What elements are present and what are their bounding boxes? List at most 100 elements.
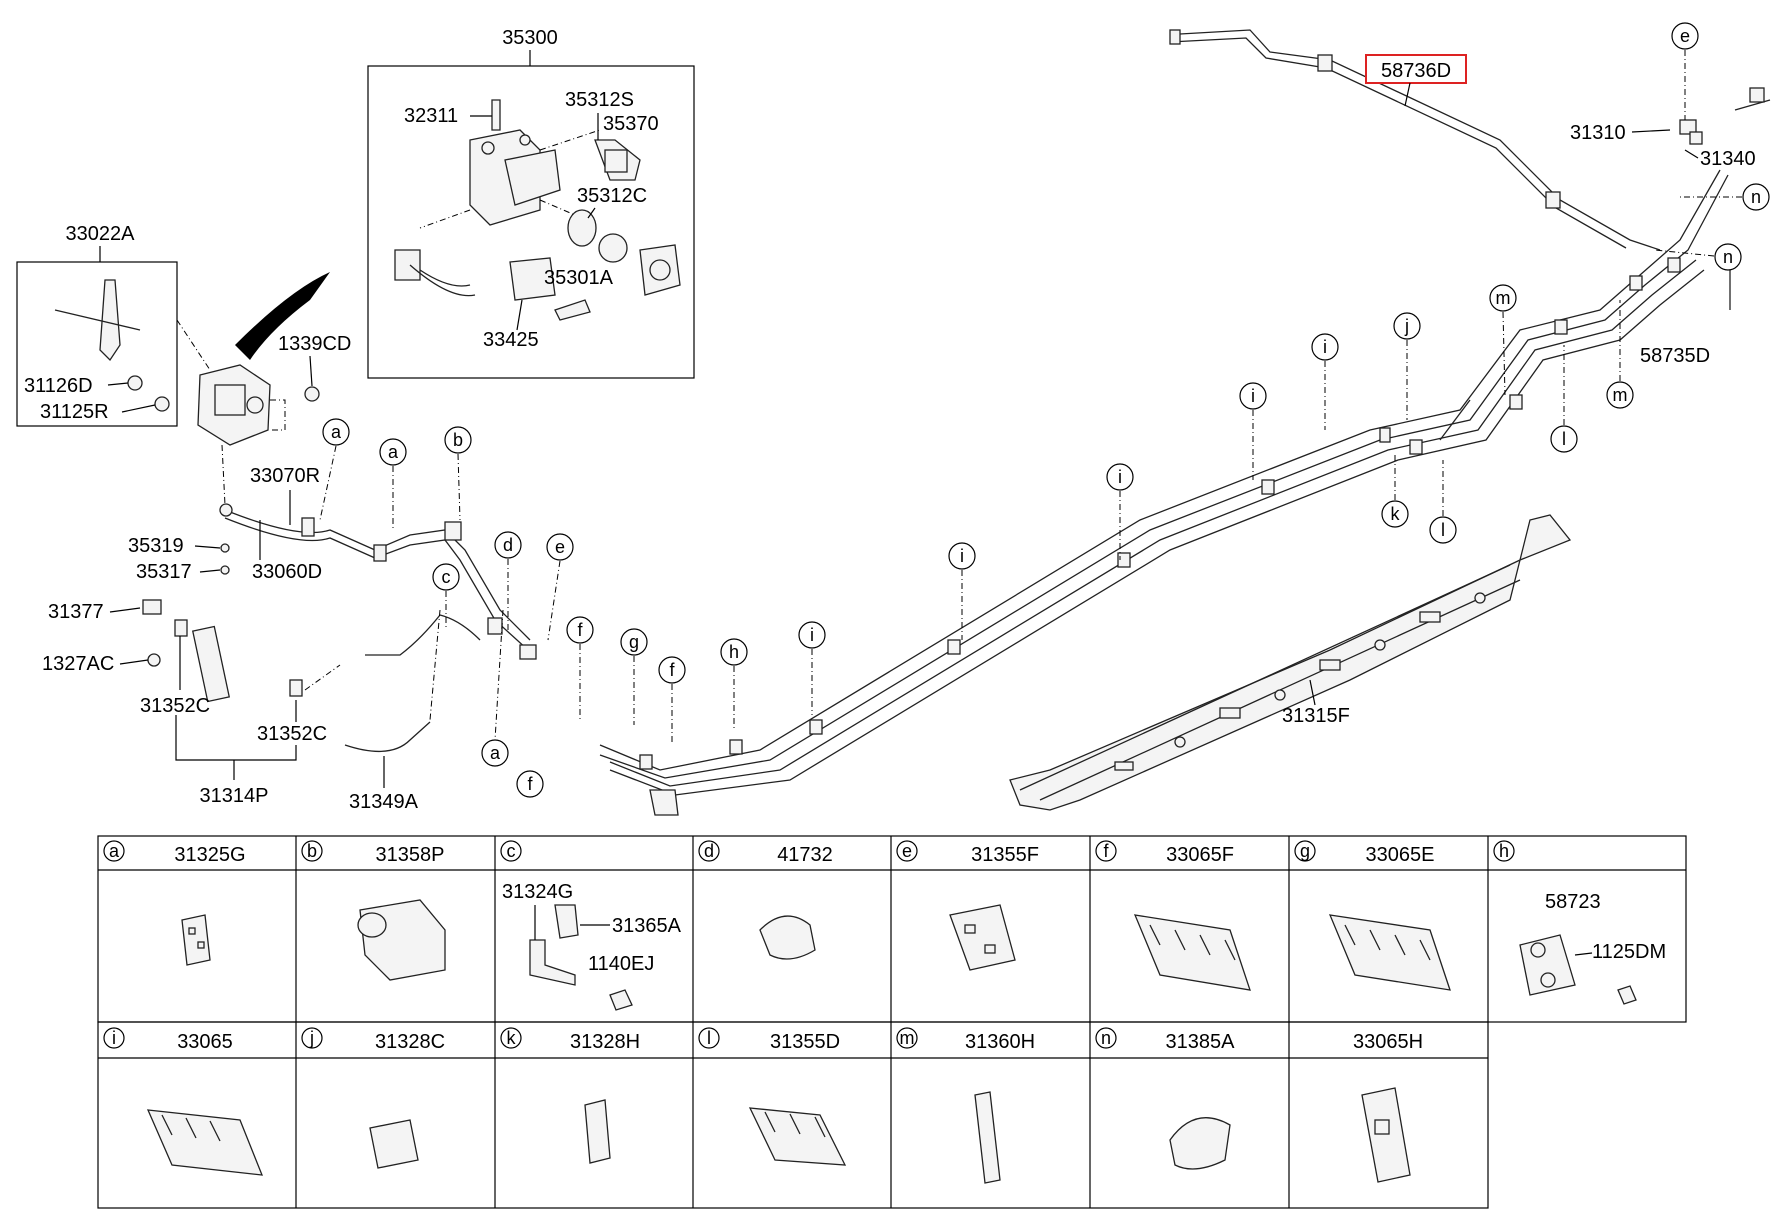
callout-a-1[interactable]: a xyxy=(319,418,350,521)
label-32311[interactable]: 32311 xyxy=(404,105,458,127)
callout-f-2[interactable]: f xyxy=(516,770,544,798)
callout-i-4[interactable]: i xyxy=(1239,382,1267,480)
svg-text:c: c xyxy=(507,841,516,861)
bolt-1125DM-icon xyxy=(1617,985,1637,1005)
label-31125R[interactable]: 31125R xyxy=(40,401,109,423)
highlight-box-58736D xyxy=(1365,54,1467,84)
svg-text:m: m xyxy=(1613,385,1628,405)
svg-text:31360H: 31360H xyxy=(965,1031,1035,1053)
svg-text:a: a xyxy=(388,442,399,462)
svg-text:58723: 58723 xyxy=(1545,891,1601,913)
callout-j-1[interactable]: j xyxy=(1393,312,1421,420)
label-31352C-left[interactable]: 31352C xyxy=(140,695,210,717)
svg-text:f: f xyxy=(1103,841,1109,861)
callout-i-1[interactable]: i xyxy=(798,621,826,715)
svg-text:f: f xyxy=(669,660,675,680)
callout-h-1[interactable]: h xyxy=(720,638,748,730)
clip-31328C-icon xyxy=(369,1119,419,1169)
label-35312C[interactable]: 35312C xyxy=(577,185,647,207)
label-31314P[interactable]: 31314P xyxy=(200,785,269,807)
label-31377[interactable]: 31377 xyxy=(48,601,104,623)
callout-d-1[interactable]: d xyxy=(494,531,522,630)
label-31315F[interactable]: 31315F xyxy=(1282,705,1350,727)
table-cell-l[interactable]: l 31355D xyxy=(698,1027,847,1166)
svg-text:j: j xyxy=(1404,316,1409,336)
table-cell-j[interactable]: j 31328C xyxy=(301,1027,445,1169)
label-1327AC[interactable]: 1327AC xyxy=(42,653,114,675)
callout-b-1[interactable]: b xyxy=(444,426,472,521)
label-35317[interactable]: 35317 xyxy=(136,561,192,583)
table-cell-33065H[interactable]: 33065H xyxy=(1353,1031,1423,1183)
svg-text:g: g xyxy=(629,632,639,652)
callout-m-2[interactable]: m xyxy=(1606,300,1634,409)
svg-text:33065F: 33065F xyxy=(1166,844,1234,866)
table-cell-k[interactable]: k 31328H xyxy=(500,1027,640,1164)
callout-i-5[interactable]: i xyxy=(1311,333,1339,430)
label-31352C-right[interactable]: 31352C xyxy=(257,723,327,745)
label-35301A[interactable]: 35301A xyxy=(544,267,614,289)
svg-text:h: h xyxy=(729,642,739,662)
callout-f-3[interactable]: f xyxy=(658,656,686,745)
svg-text:k: k xyxy=(507,1028,517,1048)
svg-text:f: f xyxy=(527,774,533,794)
label-33022A[interactable]: 33022A xyxy=(66,223,136,245)
table-cell-h[interactable]: h 58723 1125DM xyxy=(1493,840,1666,1005)
label-35319[interactable]: 35319 xyxy=(128,535,184,557)
table-cell-c[interactable]: c 31324G 31365A 1140EJ xyxy=(500,840,682,1011)
callout-e-2[interactable]: e xyxy=(1671,22,1699,120)
callout-e-1[interactable]: e xyxy=(546,533,574,641)
callout-i-2[interactable]: i xyxy=(948,542,976,640)
label-33425[interactable]: 33425 xyxy=(483,329,539,351)
label-31126D[interactable]: 31126D xyxy=(24,375,93,397)
table-cell-b[interactable]: b 31358P xyxy=(301,840,446,981)
svg-text:e: e xyxy=(902,841,912,861)
label-1339CD[interactable]: 1339CD xyxy=(278,333,351,355)
svg-text:m: m xyxy=(900,1028,915,1048)
callout-f-1[interactable]: f xyxy=(566,616,594,720)
label-35312S[interactable]: 35312S xyxy=(565,89,634,111)
svg-text:e: e xyxy=(1680,26,1690,46)
svg-text:g: g xyxy=(1300,841,1310,861)
svg-text:i: i xyxy=(112,1028,116,1048)
table-cell-f[interactable]: f 33065F xyxy=(1095,840,1251,991)
table-cell-d[interactable]: d 41732 xyxy=(698,840,833,960)
label-33060D[interactable]: 33060D xyxy=(252,561,322,583)
callout-l-2[interactable]: l xyxy=(1550,345,1578,453)
clip-31385A-icon xyxy=(1169,1117,1231,1170)
table-cell-a[interactable]: a 31325G xyxy=(103,840,246,966)
svg-text:33065: 33065 xyxy=(177,1031,233,1053)
callout-k-1[interactable]: k xyxy=(1381,455,1409,528)
table-cell-m[interactable]: m 31360H xyxy=(896,1027,1035,1184)
assembly-35300: 35300 32311 35312S 35370 xyxy=(367,27,695,379)
callout-a-3[interactable]: a xyxy=(481,739,509,767)
svg-text:l: l xyxy=(707,1028,711,1048)
callout-n-2[interactable]: n xyxy=(1654,243,1742,271)
label-31310[interactable]: 31310 xyxy=(1570,122,1626,144)
callout-n-1[interactable]: n xyxy=(1680,183,1770,211)
label-31340[interactable]: 31340 xyxy=(1700,148,1756,170)
table-cell-n[interactable]: n 31385A xyxy=(1095,1027,1236,1170)
table-cell-e[interactable]: e 31355F xyxy=(896,840,1039,971)
svg-text:31385A: 31385A xyxy=(1166,1031,1236,1053)
svg-text:i: i xyxy=(1323,337,1327,357)
label-58736D[interactable]: 58736D xyxy=(1381,60,1451,82)
callout-m-1[interactable]: m xyxy=(1489,284,1517,396)
label-35370[interactable]: 35370 xyxy=(603,113,659,135)
callout-g-1[interactable]: g xyxy=(620,628,648,725)
svg-text:j: j xyxy=(309,1028,314,1048)
bracket-31324G-icon xyxy=(529,939,576,986)
label-33070R[interactable]: 33070R xyxy=(250,465,320,487)
table-cell-i[interactable]: i 33065 xyxy=(103,1027,264,1176)
callout-a-2[interactable]: a xyxy=(379,438,407,528)
callout-i-3[interactable]: i xyxy=(1106,463,1134,560)
label-31349A[interactable]: 31349A xyxy=(349,791,419,813)
svg-text:31324G: 31324G xyxy=(502,881,573,903)
label-58735D[interactable]: 58735D xyxy=(1640,345,1710,367)
callout-c-1[interactable]: c xyxy=(432,563,460,628)
svg-text:1140EJ: 1140EJ xyxy=(588,953,654,975)
table-cell-g[interactable]: g 33065E xyxy=(1294,840,1451,991)
callout-l-1[interactable]: l xyxy=(1429,460,1457,544)
label-35300[interactable]: 35300 xyxy=(502,27,558,49)
svg-text:b: b xyxy=(307,841,317,861)
hecu-unit-drawing xyxy=(176,272,330,446)
